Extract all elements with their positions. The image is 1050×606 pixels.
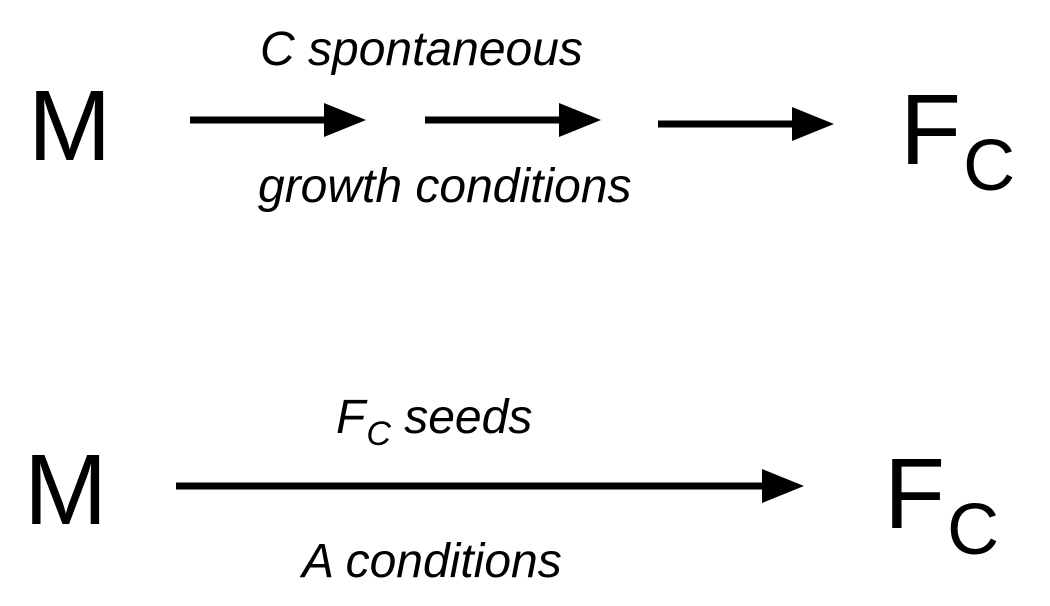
label-a-conditions: A conditions: [302, 535, 562, 588]
end-species-subscript: C: [963, 126, 1016, 206]
label-seeds-subscript: C: [366, 415, 391, 453]
end-species-main: F: [884, 438, 946, 550]
reaction-arrow-1: [190, 103, 366, 137]
start-species-m: M: [28, 70, 112, 182]
end-species-fc: FC: [884, 444, 999, 566]
scheme-spontaneous: M C spontaneous growth conditions FC: [0, 0, 1050, 260]
label-growth-conditions: growth conditions: [258, 160, 632, 213]
start-species-m: M: [24, 434, 108, 546]
label-seeds-main: F: [336, 391, 366, 444]
end-species-subscript: C: [947, 490, 1000, 570]
reaction-arrow-3: [658, 107, 834, 141]
label-fc-seeds: FC seeds: [336, 391, 533, 452]
end-species-fc: FC: [900, 80, 1015, 202]
label-c-spontaneous: C spontaneous: [260, 23, 583, 76]
label-seeds-rest: seeds: [390, 391, 533, 444]
reaction-arrow-2: [425, 103, 601, 137]
end-species-main: F: [900, 74, 962, 186]
reaction-arrow-seeded: [176, 469, 804, 503]
scheme-seeded: M FC seeds A conditions FC: [0, 360, 1050, 606]
